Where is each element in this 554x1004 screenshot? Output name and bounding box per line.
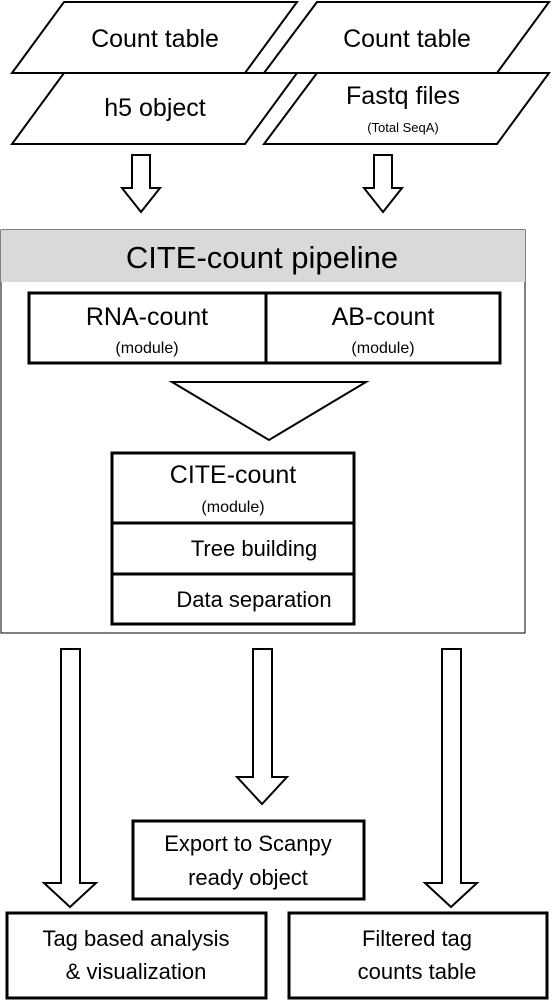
export-scanpy-line2: ready object bbox=[188, 865, 308, 890]
input-count-table-right-label: Count table bbox=[343, 25, 471, 53]
export-scanpy-line1: Export to Scanpy bbox=[164, 831, 332, 856]
ab-count-module bbox=[264, 291, 502, 365]
tree-building-step bbox=[110, 521, 356, 576]
arrow-down-to-filtered-table bbox=[422, 648, 480, 909]
pipeline-title: CITE-count pipeline bbox=[126, 240, 398, 275]
arrow-down-right-input bbox=[361, 154, 405, 214]
cite-count-label: CITE-count bbox=[170, 461, 296, 489]
export-scanpy-box bbox=[131, 819, 366, 901]
tag-analysis-box bbox=[5, 911, 268, 1000]
input-fastq-files-sublabel: (Total SeqA) bbox=[367, 120, 439, 135]
arrow-down-to-export bbox=[234, 648, 290, 806]
input-fastq-files-label: Fastq files bbox=[346, 82, 460, 110]
arrow-down-left-input bbox=[119, 154, 163, 214]
filtered-table-box bbox=[287, 911, 549, 1000]
filtered-table-line1: Filtered tag bbox=[362, 926, 472, 951]
rna-count-sublabel: (module) bbox=[115, 340, 178, 357]
pipeline-header bbox=[1, 230, 525, 282]
data-separation-label: Data separation bbox=[176, 587, 331, 612]
input-fastq-files bbox=[262, 72, 551, 145]
ab-count-sublabel: (module) bbox=[351, 340, 414, 357]
cite-count-module bbox=[110, 451, 356, 525]
input-h5-object-label: h5 object bbox=[104, 94, 206, 122]
tag-analysis-line1: Tag based analysis bbox=[42, 926, 229, 951]
cite-count-sublabel: (module) bbox=[201, 499, 264, 516]
merge-triangle bbox=[168, 381, 370, 442]
rna-count-label: RNA-count bbox=[86, 303, 208, 331]
tag-analysis-line2: & visualization bbox=[66, 959, 207, 984]
filtered-table-line2: counts table bbox=[358, 959, 477, 984]
data-separation-step bbox=[110, 572, 356, 626]
ab-count-label: AB-count bbox=[332, 303, 435, 331]
input-count-table-left-label: Count table bbox=[91, 25, 219, 53]
input-h5-object bbox=[10, 72, 299, 145]
tree-building-label: Tree building bbox=[191, 536, 317, 561]
arrow-down-to-tag-analysis bbox=[41, 648, 99, 909]
